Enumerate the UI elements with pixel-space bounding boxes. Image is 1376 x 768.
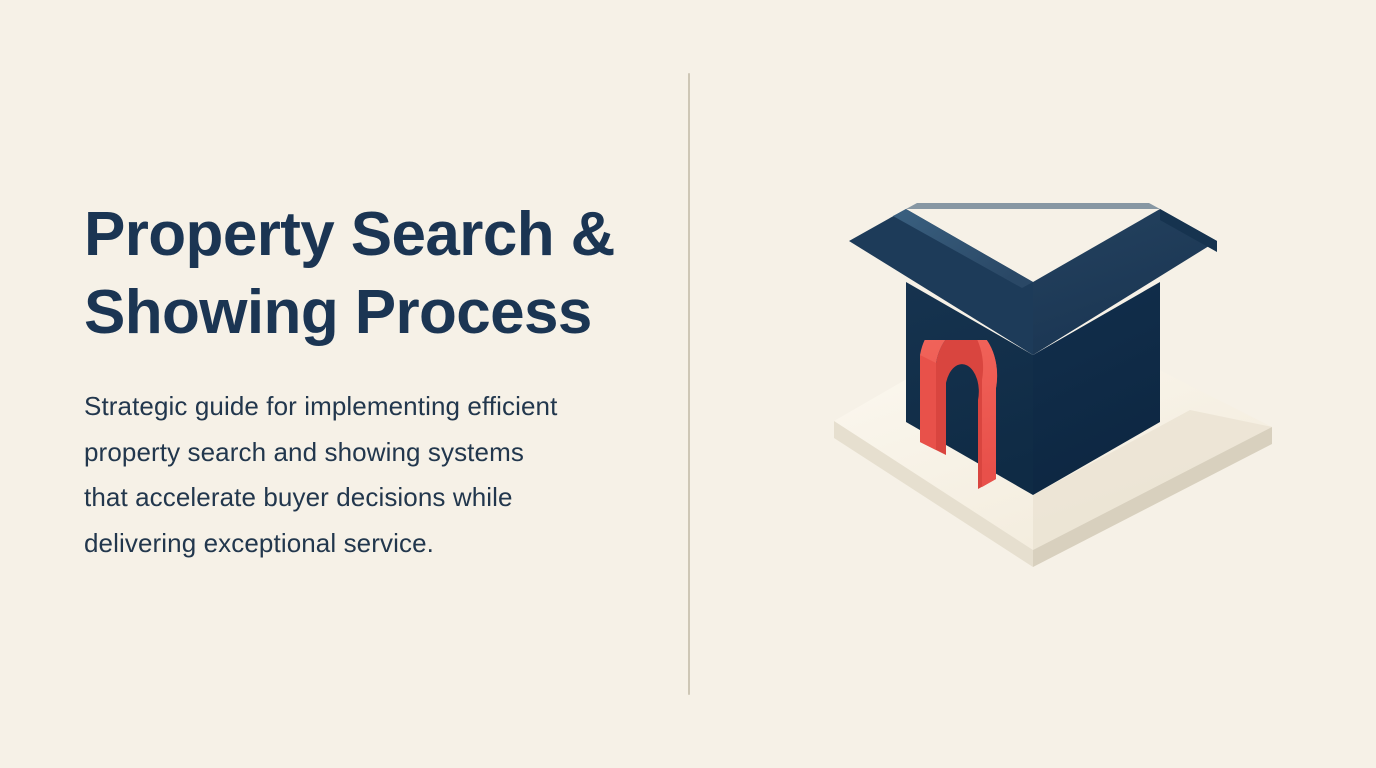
roof-ridge [906,203,1160,209]
base-shadow [1033,410,1272,550]
vertical-divider [688,73,690,695]
house-left-wall [906,282,1033,495]
roof-right-eave [1160,209,1217,252]
roof-main-plane [1033,209,1217,355]
base-left-face [834,421,1033,567]
slide-subtitle: Strategic guide for implementing efficie… [84,391,558,558]
page-title: Property Search & Showing Process [84,200,615,347]
door-left-jamb [920,355,936,450]
roof-left-highlight [893,209,1033,288]
isometric-house-icon [834,203,1272,567]
house-right-wall [1033,282,1160,495]
door-inner-face [936,340,998,489]
text-column: Property Search & Showing Process Strate… [84,196,664,566]
roof-left-plane [849,209,1033,355]
isometric-house-illustration [760,110,1360,670]
door-arch [920,340,998,489]
base-right-face [1033,427,1272,567]
